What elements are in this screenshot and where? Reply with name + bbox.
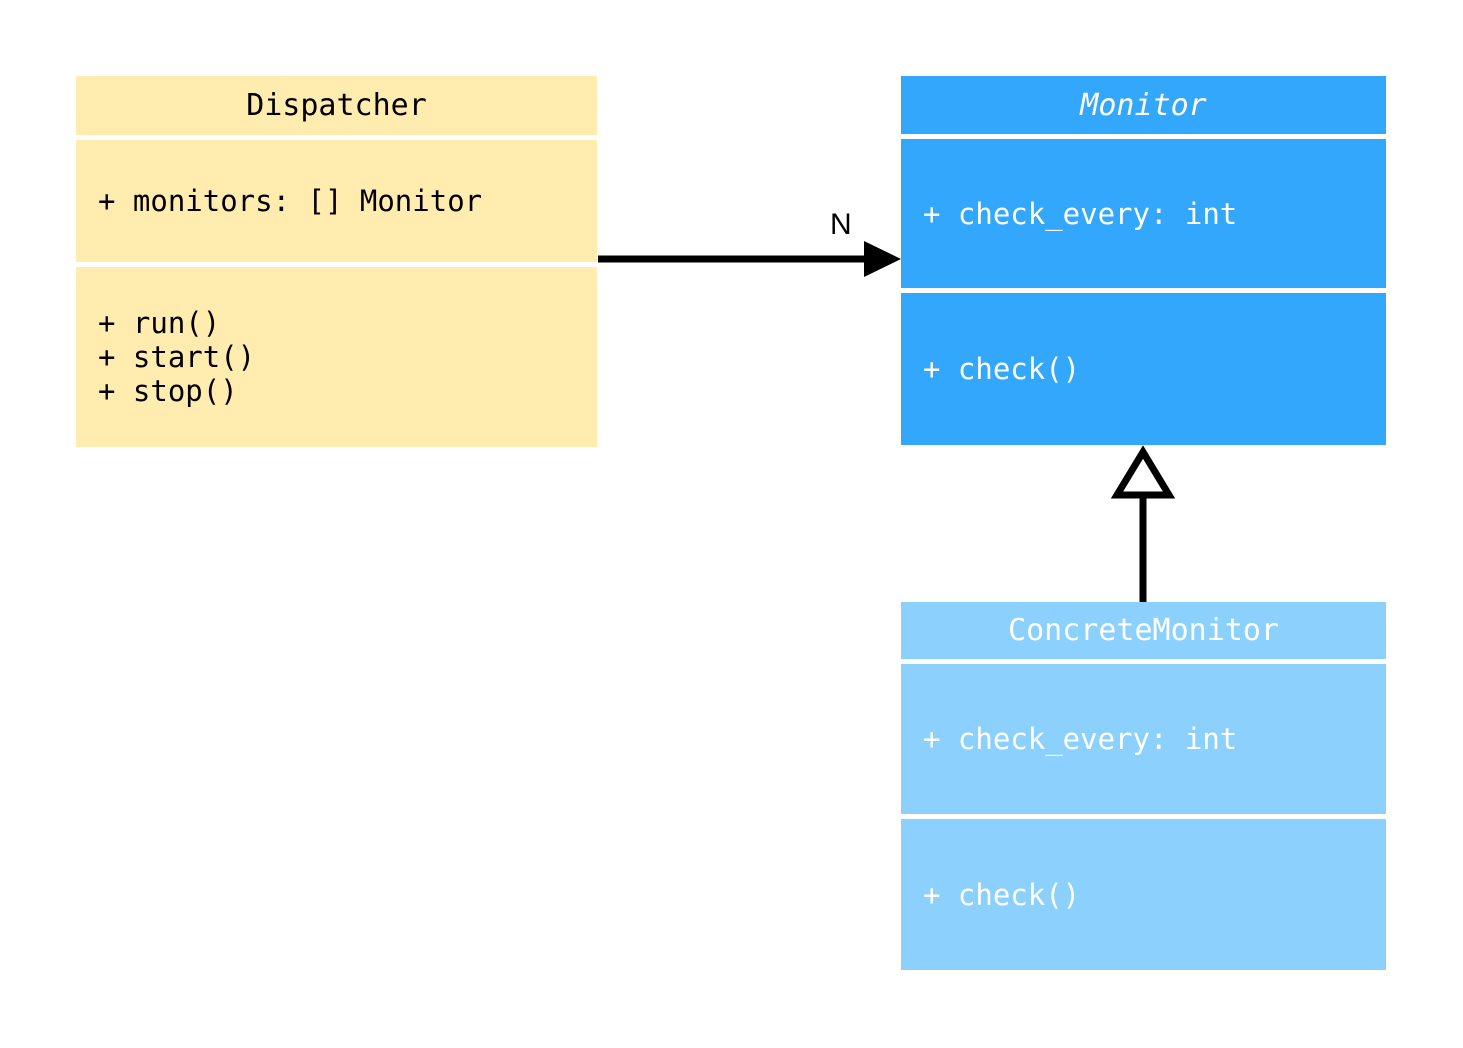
class-name-dispatcher: Dispatcher bbox=[76, 76, 597, 135]
class-name-monitor: Monitor bbox=[901, 76, 1386, 134]
attribute-item: + monitors: [] Monitor bbox=[98, 184, 483, 218]
hollow-triangle-arrowhead-icon bbox=[1110, 445, 1176, 499]
uml-class-dispatcher[interactable]: Dispatcher + monitors: [] Monitor + run(… bbox=[76, 76, 597, 447]
method-item: + start() bbox=[98, 340, 256, 374]
attribute-item: + check_every: int bbox=[923, 196, 1238, 231]
method-item: + stop() bbox=[98, 374, 238, 408]
methods-compartment-concrete-monitor: + check() bbox=[901, 819, 1386, 970]
uml-class-monitor[interactable]: Monitor + check_every: int + check() bbox=[901, 76, 1386, 445]
compartment-divider bbox=[76, 262, 597, 267]
filled-arrowhead-icon bbox=[864, 241, 901, 277]
class-name-concrete-monitor: ConcreteMonitor bbox=[901, 602, 1386, 659]
generalization-concrete-monitor bbox=[1110, 445, 1176, 602]
method-item: + check() bbox=[923, 352, 1081, 386]
compartment-divider bbox=[901, 288, 1386, 293]
compartment-divider bbox=[76, 135, 597, 140]
compartment-divider bbox=[901, 134, 1386, 139]
methods-compartment-dispatcher: + run() + start() + stop() bbox=[76, 267, 597, 447]
multiplicity-label-n: N bbox=[830, 208, 852, 241]
attributes-compartment-concrete-monitor: + check_every: int bbox=[901, 664, 1386, 814]
attributes-compartment-dispatcher: + monitors: [] Monitor bbox=[76, 140, 597, 262]
method-item: + run() bbox=[98, 306, 221, 340]
attribute-item: + check_every: int bbox=[923, 722, 1238, 756]
compartment-divider bbox=[901, 659, 1386, 664]
attributes-compartment-monitor: + check_every: int bbox=[901, 139, 1386, 288]
association-dispatcher-monitor bbox=[598, 241, 901, 277]
methods-compartment-monitor: + check() bbox=[901, 293, 1386, 445]
uml-class-concrete-monitor[interactable]: ConcreteMonitor + check_every: int + che… bbox=[901, 602, 1386, 970]
method-item: + check() bbox=[923, 877, 1081, 912]
compartment-divider bbox=[901, 814, 1386, 819]
